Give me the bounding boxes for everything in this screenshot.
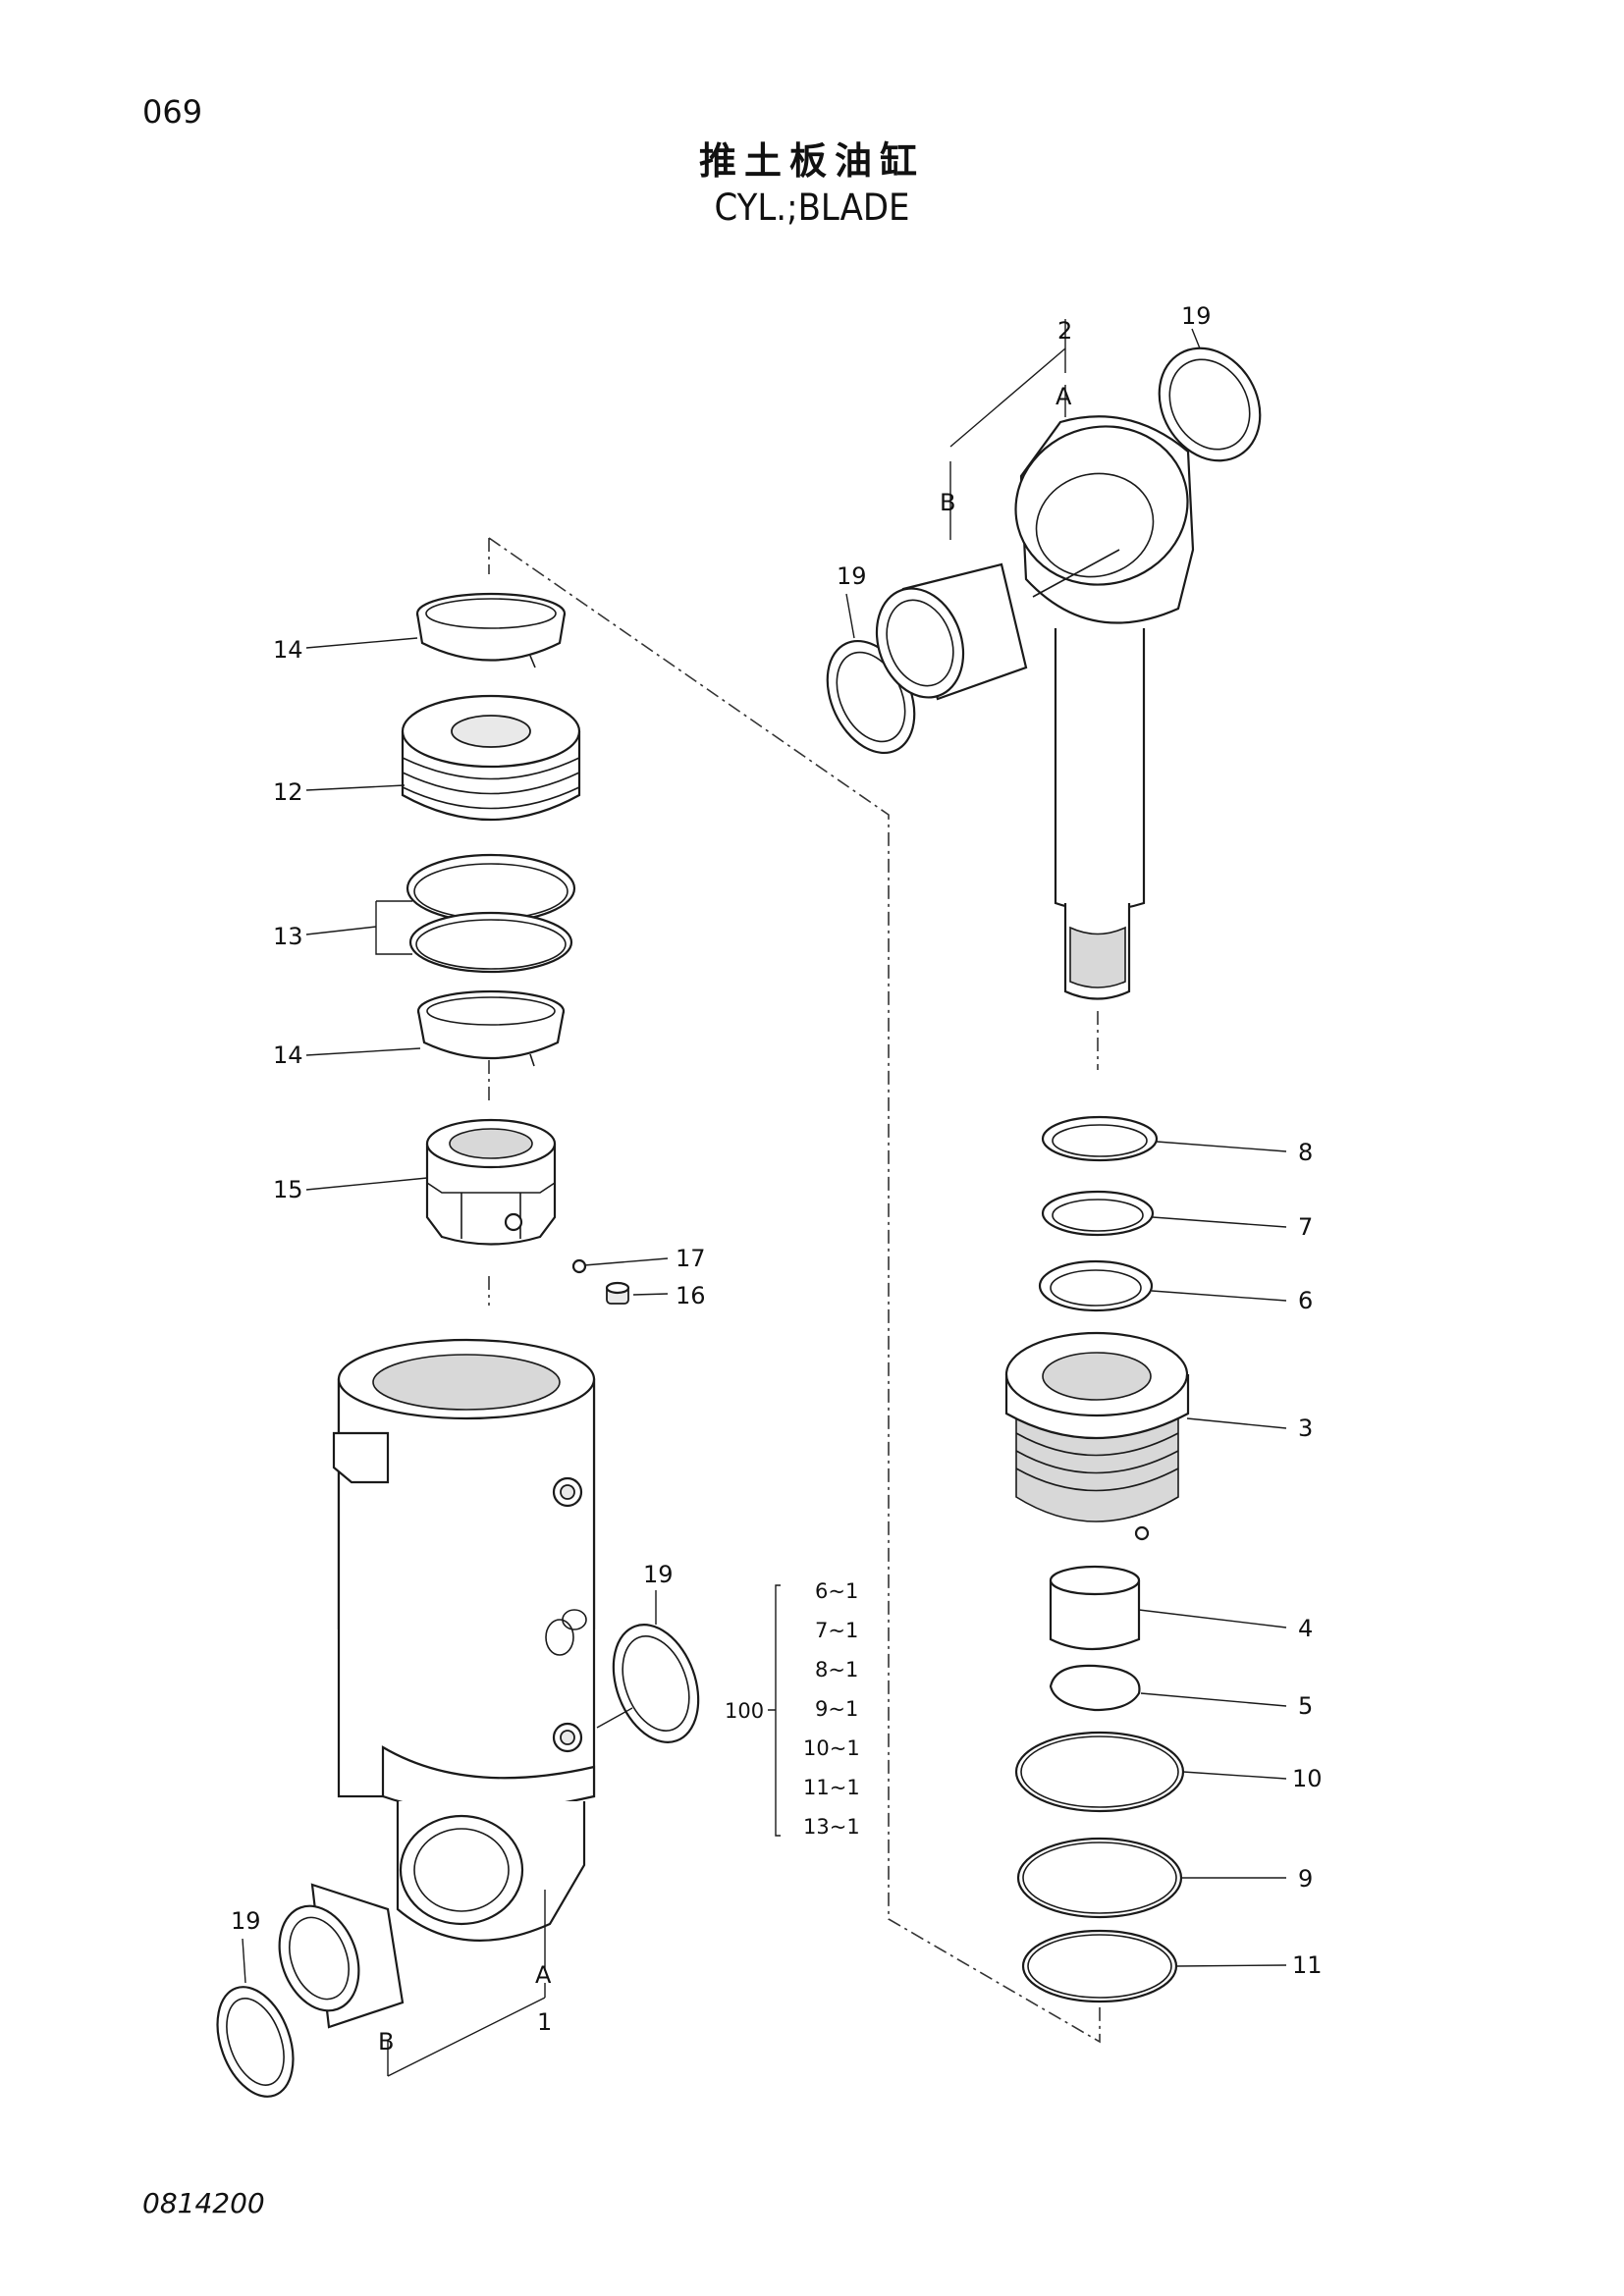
label-rod-a: A — [1056, 383, 1072, 410]
label-part-16: 16 — [676, 1282, 706, 1309]
piston — [401, 694, 581, 821]
label-part-2: 2 — [1057, 317, 1072, 345]
label-part-10: 10 — [1292, 1765, 1323, 1792]
piston-rod — [1014, 415, 1195, 1000]
label-part-3: 3 — [1298, 1415, 1313, 1442]
rod-cover — [1004, 1331, 1190, 1541]
page-number: 069 — [142, 93, 203, 131]
label-part-17: 17 — [676, 1245, 706, 1272]
seal-ring-13 — [406, 853, 576, 974]
bushing-tube — [278, 1883, 405, 2029]
kit-item: 8~1 — [815, 1658, 858, 1682]
label-part-6: 6 — [1298, 1287, 1313, 1314]
label-part-13: 13 — [273, 923, 303, 950]
label-tube-b: B — [378, 2028, 394, 2056]
dust-seal-8 — [1041, 1115, 1159, 1162]
callout-labels: 14 12 13 14 15 17 16 2 A B 19 19 8 7 6 3… — [231, 302, 1323, 2056]
label-tube-a: A — [535, 1961, 552, 1989]
title-chinese: 推土板油缸 — [698, 139, 925, 183]
leader-lines — [242, 319, 1287, 2077]
kit-item: 9~1 — [815, 1697, 858, 1721]
label-rod-b: B — [940, 489, 955, 516]
wear-ring-lower — [416, 989, 566, 1067]
steel-ball — [571, 1258, 587, 1274]
o-ring-10 — [1014, 1731, 1185, 1813]
label-part-7: 7 — [1298, 1213, 1313, 1241]
label-part-19-lower-left: 19 — [231, 1907, 261, 1935]
kit-item: 7~1 — [815, 1619, 858, 1642]
u-ring-6 — [1038, 1259, 1154, 1312]
seal-19-top-right — [1158, 347, 1262, 462]
label-part-8: 8 — [1298, 1139, 1313, 1166]
kit-item: 13~1 — [803, 1815, 860, 1839]
piston-nut — [425, 1118, 557, 1246]
label-part-19-top-right: 19 — [1181, 302, 1212, 330]
label-part-11: 11 — [1292, 1951, 1323, 1979]
bushing-4 — [1049, 1565, 1141, 1651]
center-lines — [488, 537, 1101, 2044]
label-part-9: 9 — [1298, 1865, 1313, 1893]
kit-number: 100 — [725, 1699, 764, 1723]
seal-19-lower-left — [216, 1986, 295, 2098]
title-english: CYL.;BLADE — [714, 187, 910, 230]
label-part-4: 4 — [1298, 1615, 1313, 1642]
seal-19-tube-side — [612, 1624, 700, 1743]
ring-7 — [1041, 1190, 1155, 1237]
label-part-1: 1 — [537, 2008, 552, 2036]
kit-item: 6~1 — [815, 1579, 858, 1603]
label-part-15: 15 — [273, 1176, 303, 1203]
set-screw — [605, 1281, 630, 1305]
kit-item: 11~1 — [803, 1776, 860, 1799]
drawing-code: 0814200 — [142, 2187, 265, 2219]
bushing-rod — [875, 562, 1028, 701]
kit-item: 10~1 — [803, 1736, 860, 1760]
snap-ring-5 — [1049, 1664, 1141, 1712]
cylinder-tube — [332, 1338, 596, 1942]
label-part-5: 5 — [1298, 1692, 1313, 1720]
seal-kit-list: 100 6~1 7~1 8~1 9~1 10~1 11~1 13~1 — [725, 1579, 860, 1839]
backup-ring-9 — [1016, 1837, 1183, 1919]
label-part-19-tube: 19 — [643, 1561, 674, 1588]
label-part-19-rod: 19 — [837, 562, 867, 590]
o-ring-11 — [1021, 1929, 1178, 2003]
wear-ring-upper — [415, 592, 567, 668]
label-part-14-lower: 14 — [273, 1041, 303, 1069]
label-part-12: 12 — [273, 778, 303, 806]
label-part-14-upper: 14 — [273, 636, 303, 664]
